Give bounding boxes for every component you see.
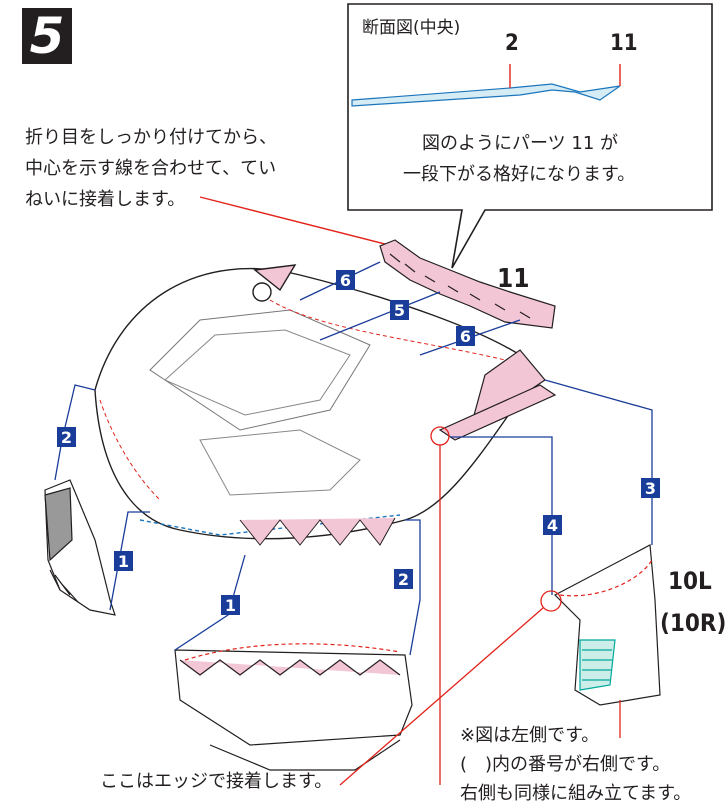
badge-b2b-text: 2 bbox=[398, 570, 409, 589]
arrow-1a bbox=[109, 511, 150, 611]
badge-b2b: 2 bbox=[394, 569, 413, 589]
part-number-badges: 6 5 6 2 1 1 2 4 3 bbox=[57, 270, 660, 615]
cross-section-title: 断面図(中央) bbox=[362, 18, 461, 38]
badge-b1a-text: 1 bbox=[118, 552, 129, 571]
step-number-badge: 5 bbox=[22, 8, 72, 64]
side-note-line-2: ( )内の番号が右側です。 bbox=[460, 754, 671, 775]
edge-note: ここはエッジで接着します。 bbox=[100, 771, 333, 792]
badge-b3-text: 3 bbox=[645, 479, 656, 498]
badge-b6a: 6 bbox=[336, 270, 355, 290]
badge-b4: 4 bbox=[543, 515, 562, 535]
side-part-left bbox=[44, 479, 116, 616]
cross-section-profile bbox=[351, 83, 621, 107]
arrow-2b bbox=[405, 519, 421, 656]
front-fender-part bbox=[438, 384, 661, 706]
cross-section-label-2: 2 bbox=[505, 31, 519, 56]
badge-b2a: 2 bbox=[57, 427, 76, 447]
part-11-label: 11 bbox=[497, 264, 530, 294]
badge-b6a-text: 6 bbox=[340, 271, 351, 290]
hood-part bbox=[94, 264, 546, 546]
callout-line-2: 一段下がる格好になります。 bbox=[403, 164, 636, 185]
arrow-5 bbox=[319, 291, 441, 341]
callout-line-1: 図のようにパーツ 11 が bbox=[422, 133, 618, 154]
badge-b6b: 6 bbox=[456, 326, 475, 346]
edge-markers bbox=[339, 426, 621, 786]
cross-section-callout bbox=[347, 3, 713, 269]
arrow-3 bbox=[544, 379, 653, 545]
side-note-line-1: ※図は左側です。 bbox=[460, 725, 600, 746]
fender-label-right: (10R) bbox=[660, 609, 725, 637]
fold-note-leader bbox=[199, 196, 386, 245]
fold-note-line-3: ねいに接着します。 bbox=[25, 189, 186, 210]
badge-b1b: 1 bbox=[221, 595, 240, 615]
edge-circle-bottom bbox=[540, 590, 562, 612]
badge-b1a: 1 bbox=[114, 551, 133, 571]
part-11-strip bbox=[379, 239, 556, 329]
badge-b3: 3 bbox=[641, 478, 660, 498]
fold-note-line-2: 中心を示す線を合わせて、てい bbox=[25, 158, 277, 179]
arrow-4 bbox=[450, 436, 553, 595]
fender-label-left: 10L bbox=[668, 567, 712, 595]
arrow-2a bbox=[54, 384, 96, 481]
badge-b4-text: 4 bbox=[547, 516, 558, 535]
side-note-line-3: 右側も同様に組み立てます。 bbox=[460, 783, 692, 804]
front-bumper-part bbox=[174, 643, 413, 771]
fold-note-line-1: 折り目をしっかり付けてから、 bbox=[25, 127, 277, 148]
badge-b1b-text: 1 bbox=[225, 596, 236, 615]
badge-b2a-text: 2 bbox=[61, 428, 72, 447]
badge-b6b-text: 6 bbox=[460, 327, 471, 346]
badge-b5: 5 bbox=[390, 300, 409, 320]
cross-section-label-11: 11 bbox=[610, 31, 638, 56]
badge-b5-text: 5 bbox=[394, 301, 405, 320]
